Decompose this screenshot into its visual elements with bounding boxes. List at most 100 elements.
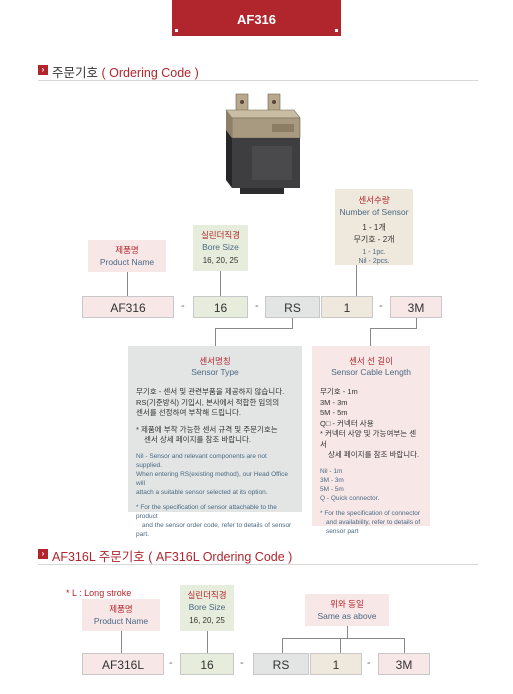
- cable-length-option: Q□ - 커넥터 사용: [320, 418, 374, 428]
- sensor-type-text-en: Nil - Sensor and relevant components are…: [136, 452, 267, 469]
- cable-length-option: 5M - 5m: [320, 408, 348, 417]
- connector-line: [127, 272, 128, 296]
- code-sensor-count: 1: [321, 296, 373, 318]
- sensor-type-title-en: Sensor Type: [191, 366, 239, 377]
- cable-length-option: 3M - 3m: [320, 397, 348, 407]
- sensor-type-note-en: * For the specification of sensor attach…: [136, 503, 277, 520]
- bore-size-values: 16, 20, 25: [189, 616, 225, 625]
- label-bore-size: 실린더직경 Bore Size 16, 20, 25: [193, 225, 248, 271]
- cable-length-note-en: and availability, refer to details of: [326, 518, 421, 526]
- cable-length-option-en: 3M - 3m: [320, 476, 344, 484]
- connector-line: [340, 638, 341, 653]
- label-product-name-ko: 제품명: [115, 245, 139, 255]
- connector-line: [282, 638, 283, 653]
- sensor-num-option-1-en: 1 - 1pc.: [362, 249, 386, 256]
- connector-line: [370, 328, 417, 329]
- cable-length-title-ko: 센서 선 길이: [349, 356, 393, 366]
- label-bore-size-en: Bore Size: [202, 242, 239, 252]
- connector-line: [416, 318, 417, 328]
- code-dash: -: [255, 300, 259, 312]
- connector-line: [347, 626, 348, 638]
- section-title-en: ( Ordering Code ): [101, 66, 199, 80]
- long-stroke-note: * L : Long stroke: [66, 588, 132, 598]
- page-banner: AF316: [172, 0, 341, 36]
- cable-length-box: 센서 선 길이 Sensor Cable Length 무기호 - 1m 3M …: [312, 346, 430, 535]
- sensor-type-title-ko: 센서명칭: [199, 356, 231, 366]
- label-number-of-sensor-en: Number of Sensor: [339, 207, 409, 217]
- section-bullet-icon: ›: [38, 65, 48, 75]
- cable-length-title-en: Sensor Cable Length: [331, 366, 411, 377]
- sensor-type-text: 무기호 - 센서 및 관련부품을 제공하지 않습니다.: [136, 387, 285, 396]
- sensor-type-text-en: When entering RS(existing method), our H…: [136, 470, 288, 487]
- label-bore-size-ko: 실린더직경: [200, 230, 241, 240]
- sensor-num-option-1: 1 - 1개: [362, 223, 386, 232]
- section-title-ko: 주문기호: [52, 66, 99, 80]
- code-dash: -: [181, 300, 185, 312]
- section-divider: [38, 80, 478, 81]
- code-bore: 16: [193, 296, 248, 318]
- connector-line: [370, 328, 371, 346]
- code-dash: -: [240, 657, 244, 669]
- sensor-type-text: 센서를 선정하여 부착해 드립니다.: [136, 408, 241, 417]
- cable-length-note: 상세 페이지를 참조 바랍니다.: [328, 450, 420, 459]
- sensor-type-note: * 제품에 부착 가능한 센서 규격 및 주문기호는: [136, 424, 278, 434]
- label-product-name-en: Product Name: [93, 616, 149, 626]
- label-same-en: Same as above: [317, 611, 377, 621]
- code-bore: 16: [180, 653, 234, 675]
- label-product-name: 제품명 Product Name: [82, 599, 160, 631]
- label-number-of-sensor-ko: 센서수량: [358, 195, 390, 205]
- code-sensor-type: RS: [265, 296, 320, 318]
- banner-title: AF316: [236, 12, 277, 27]
- sensor-type-note-en: and the sensor order code, refer to deta…: [136, 521, 292, 538]
- label-same-ko: 위와 동일: [330, 599, 364, 609]
- code-product: AF316: [82, 296, 174, 318]
- label-bore-size: 실린더직경 Bore Size 16, 20, 25: [180, 585, 234, 631]
- section-bullet-icon: ›: [38, 549, 48, 559]
- connector-line: [220, 271, 221, 296]
- code-sensor-type: RS: [253, 653, 309, 675]
- cable-length-option: 무기호 - 1m: [320, 387, 358, 396]
- banner-dot-right: [335, 29, 338, 32]
- label-product-name: 제품명 Product Name: [88, 240, 166, 272]
- sensor-type-text: RS(기준방식) 기입시, 본사에서 적합한 임의의: [136, 397, 280, 407]
- section-divider: [38, 564, 478, 565]
- connector-line: [215, 328, 216, 346]
- code-product: AF316L: [82, 653, 164, 675]
- code-cable-length: 3M: [390, 296, 442, 318]
- section-title-af316l: AF316L 주문기호 ( AF316L Ordering Code ): [52, 546, 292, 565]
- sensor-type-note: 센서 상세 페이지를 참조 바랍니다.: [144, 435, 252, 444]
- connector-line: [292, 318, 293, 328]
- connector-line: [356, 265, 357, 296]
- cable-length-note: * 커넥터 사양 및 가능여부는 센서: [320, 429, 417, 449]
- code-dash: -: [367, 657, 371, 669]
- label-product-name-en: Product Name: [99, 257, 155, 267]
- banner-dot-left: [175, 29, 178, 32]
- label-product-name-ko: 제품명: [109, 604, 133, 614]
- cable-length-note-en: sensor part: [326, 527, 359, 535]
- code-dash: -: [169, 657, 173, 669]
- label-bore-size-en: Bore Size: [188, 602, 226, 612]
- connector-line: [404, 638, 405, 653]
- section-title-ko: AF316L 주문기호: [52, 550, 145, 564]
- section-title-ordering: 주문기호 ( Ordering Code ): [52, 62, 199, 81]
- code-sensor-count: 1: [310, 653, 362, 675]
- product-image: [225, 93, 301, 194]
- connector-line: [282, 638, 404, 639]
- sensor-type-text-en: attach a suitable sensor selected at its…: [136, 488, 268, 496]
- sensor-num-option-2-en: Nil - 2pcs.: [358, 258, 390, 265]
- label-same-as-above: 위와 동일 Same as above: [305, 594, 389, 626]
- sensor-type-box: 센서명칭 Sensor Type 무기호 - 센서 및 관련부품을 제공하지 않…: [128, 346, 302, 538]
- section-title-en: ( AF316L Ordering Code ): [148, 550, 293, 564]
- code-cable-length: 3M: [378, 653, 430, 675]
- label-bore-size-ko: 실린더직경: [187, 590, 227, 600]
- cable-length-option-en: 5M - 5m: [320, 485, 344, 493]
- cable-length-option-en: Q - Quick connector.: [320, 494, 380, 502]
- bore-size-values: 16, 20, 25: [202, 256, 239, 265]
- connector-line: [215, 328, 293, 329]
- cable-length-note-en: * For the specification of connector: [320, 509, 421, 517]
- cable-length-option-en: Nil - 1m: [320, 467, 343, 475]
- sensor-num-option-2: 무기호 - 2개: [353, 235, 395, 244]
- label-number-of-sensor: 센서수량 Number of Sensor 1 - 1개 무기호 - 2개 1 …: [335, 189, 413, 265]
- code-dash: -: [379, 300, 383, 312]
- connector-line: [121, 631, 122, 653]
